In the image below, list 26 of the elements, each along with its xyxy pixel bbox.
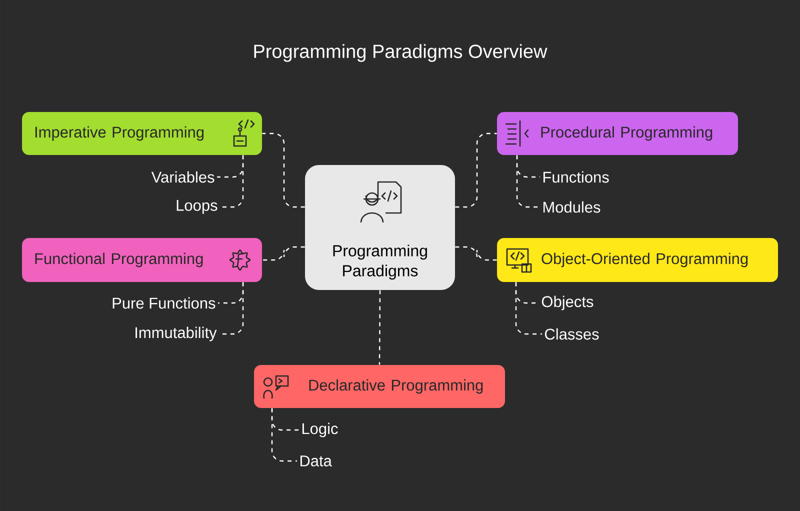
title: Programming Paradigms Overview [254, 44, 548, 62]
branch-label: Classes [545, 328, 599, 340]
connector [271, 408, 297, 462]
branch-label: Logic [302, 422, 338, 438]
branch-label: Modules [543, 201, 600, 213]
connector [262, 132, 305, 208]
connector [455, 132, 497, 208]
category-box: Object-Oriented Programming [497, 238, 778, 282]
branch-label: Loops [176, 200, 218, 214]
connector [515, 282, 542, 335]
connector [220, 155, 244, 208]
category-box: Procedural Programming [497, 112, 738, 155]
branch-label: Objects [542, 296, 594, 310]
center-box: Programming Paradigms [305, 165, 455, 290]
connector [516, 155, 540, 208]
branch-label: Immutability [136, 326, 217, 342]
branch-label: Pure Functions [112, 297, 216, 309]
category-box: Functional Programming [22, 238, 262, 282]
category-box: Declarative Programming [254, 365, 505, 408]
branch-label: Functions [543, 171, 609, 183]
connector [455, 246, 497, 261]
connector [262, 246, 305, 261]
connector [378, 290, 381, 365]
branch-label: Data [300, 456, 332, 466]
branch-label: Variables [151, 171, 214, 183]
category-box: Imperative Programming [22, 112, 262, 155]
